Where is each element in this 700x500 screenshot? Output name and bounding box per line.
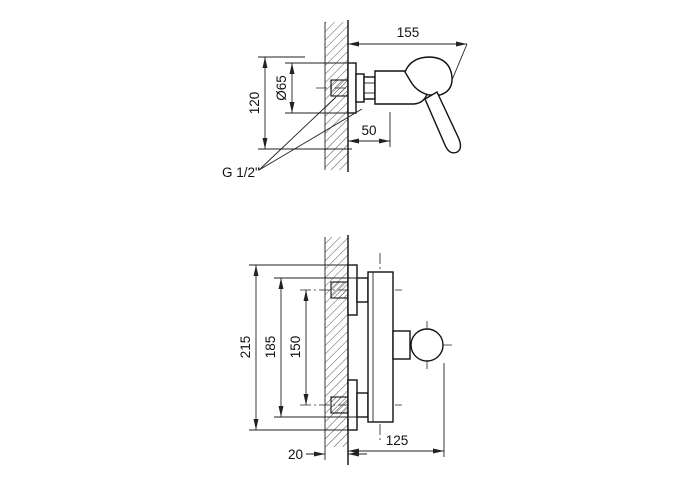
dimension-label-centers: 150 <box>288 336 303 359</box>
dimension-label-height: 120 <box>247 92 262 115</box>
dimension-150: 150 <box>288 290 309 405</box>
wall-fitting-top <box>330 281 349 299</box>
dimension-125: 125 <box>348 363 445 457</box>
leader-line <box>258 108 363 171</box>
handle-cap-side <box>404 56 453 96</box>
wall-fitting-bottom <box>330 396 349 414</box>
escutcheon-flange <box>347 62 357 114</box>
escutcheon-hub-bottom <box>356 392 369 418</box>
escutcheon-flange-top <box>347 264 358 316</box>
leader-line <box>258 96 337 171</box>
dimension-185: 185 <box>263 277 362 418</box>
thread-size-label: G 1/2" <box>222 165 260 180</box>
dimension-label-diameter: Ø65 <box>274 75 289 101</box>
wall-hatch <box>325 237 348 447</box>
handle-neck-plan <box>392 330 411 360</box>
connection-nut <box>363 76 376 100</box>
dimension-155: 155 <box>348 25 468 81</box>
wall-fitting <box>330 79 349 97</box>
dimension-label-offset: 50 <box>361 123 376 138</box>
side-view: 155 Ø65 120 50 G 1/2" <box>222 20 468 180</box>
dimension-label-depth: 155 <box>397 25 420 40</box>
escutcheon-flange-bottom <box>347 379 358 431</box>
dimension-215: 215 <box>238 264 352 431</box>
thread-callout: G 1/2" <box>222 96 363 180</box>
plan-view: 215 185 150 20 125 <box>238 235 452 465</box>
handle-end-circle <box>410 328 444 362</box>
handle-lever-side <box>424 91 462 154</box>
dimension-label-body-span: 185 <box>263 336 278 359</box>
valve-body-plan <box>367 271 394 423</box>
escutcheon-hub <box>355 73 365 103</box>
escutcheon-hub-top <box>356 277 369 303</box>
dimension-label-wall: 20 <box>288 447 303 462</box>
dimension-label-overall: 215 <box>238 336 253 359</box>
dimension-20: 20 <box>288 447 367 462</box>
dimension-120: 120 <box>247 56 352 150</box>
dimension-label-depth: 125 <box>386 433 409 448</box>
dimension-diameter-65: Ø65 <box>274 62 352 114</box>
dimension-50: 50 <box>348 112 391 147</box>
extension-line <box>451 43 468 81</box>
